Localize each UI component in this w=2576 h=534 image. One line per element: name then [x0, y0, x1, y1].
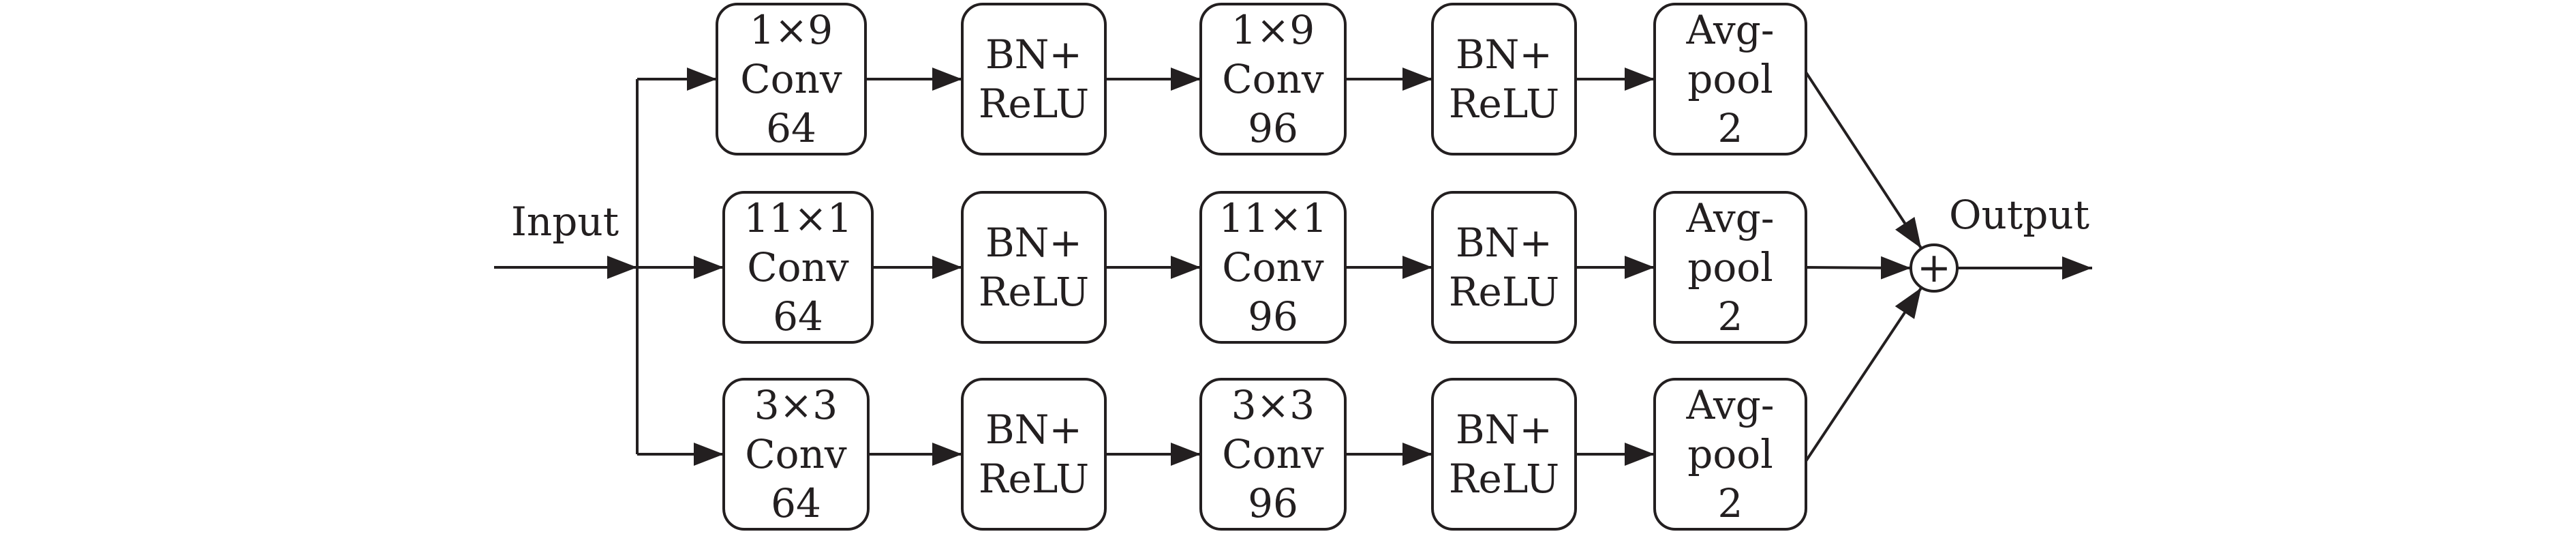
- avgpool-block-text-line: 2: [1718, 480, 1743, 526]
- avgpool-block-box: [1653, 191, 1807, 344]
- bn-relu-block-2-text-line: BN+: [1456, 406, 1552, 453]
- conv-block-2-text-line: 96: [1248, 105, 1298, 151]
- conv-block-2-box: [1199, 3, 1347, 155]
- block-grid: 1×9Conv64BN+ReLU1×9Conv96BN+ReLUAvg-pool…: [716, 3, 1807, 531]
- avgpool-block-box: [1653, 3, 1807, 155]
- conv-block-1-box: [722, 191, 874, 344]
- bn-relu-block-1: BN+ReLU: [961, 378, 1107, 531]
- conv-block-2-text-line: 1×9: [1231, 7, 1315, 53]
- input-label: Input: [511, 198, 619, 245]
- conv-block-1-text-line: Conv: [745, 431, 847, 477]
- bn-relu-block-1: BN+ReLU: [961, 191, 1107, 344]
- bn-relu-block-2-box: [1431, 3, 1577, 155]
- avgpool-block-text-line: 2: [1718, 293, 1743, 340]
- conv-block-1-text-line: Conv: [747, 244, 849, 291]
- bn-relu-block-2: BN+ReLU: [1431, 378, 1577, 531]
- sum-node: +: [1910, 243, 1959, 293]
- bn-relu-block-1-box: [961, 191, 1107, 344]
- bn-relu-block-1-text-line: ReLU: [979, 269, 1089, 315]
- bn-relu-block-2-text-line: ReLU: [1449, 80, 1559, 127]
- avgpool-block-text-line: 2: [1718, 105, 1743, 151]
- top-branch-to-sum-arrow: [1805, 71, 1922, 250]
- bottom-branch: 3×3Conv64BN+ReLU3×3Conv96BN+ReLUAvg-pool…: [722, 378, 1807, 531]
- conv-block-2-text-line: 96: [1248, 480, 1298, 526]
- sum-symbol: +: [1917, 244, 1951, 292]
- conv-block-1-text-line: Conv: [740, 56, 842, 102]
- conv-block-1-text-line: 3×3: [754, 382, 838, 428]
- avgpool-block-text-line: pool: [1687, 56, 1773, 102]
- bn-relu-block-2: BN+ReLU: [1431, 3, 1577, 155]
- bottom-branch-to-sum-arrow: [1805, 286, 1922, 462]
- bn-relu-block-1-text-line: ReLU: [979, 456, 1089, 502]
- conv-block-1-box: [722, 378, 870, 531]
- conv-block-2-text-line: Conv: [1222, 244, 1324, 291]
- conv-block-1-text-line: 64: [773, 293, 823, 340]
- output-label: Output: [1949, 192, 2089, 238]
- bn-relu-block-1-text-line: BN+: [985, 406, 1082, 453]
- conv-block-1-text-line: 11×1: [743, 195, 852, 241]
- top-branch: 1×9Conv64BN+ReLU1×9Conv96BN+ReLUAvg-pool…: [716, 3, 1807, 155]
- bn-relu-block-2-text-line: BN+: [1456, 220, 1552, 266]
- conv-block-2-box: [1199, 378, 1347, 531]
- conv-block-1-text-line: 1×9: [750, 7, 833, 53]
- conv-block-2-text-line: 11×1: [1218, 195, 1327, 241]
- avgpool-block-text-line: pool: [1687, 244, 1773, 291]
- bn-relu-block-2: BN+ReLU: [1431, 191, 1577, 344]
- bn-relu-block-2-box: [1431, 378, 1577, 531]
- conv-block-1-text-line: 64: [766, 105, 816, 151]
- bn-relu-block-2-box: [1431, 191, 1577, 344]
- bn-relu-block-2-text-line: ReLU: [1449, 456, 1559, 502]
- bn-relu-block-2-text-line: BN+: [1456, 31, 1552, 78]
- connection-lines: [494, 68, 2092, 466]
- conv-block-2-text-line: 3×3: [1231, 382, 1315, 428]
- conv-block-2-text-line: Conv: [1222, 431, 1324, 477]
- conv-block-1-box: [716, 3, 867, 155]
- bn-relu-block-1-box: [961, 378, 1107, 531]
- avgpool-block-text-line: pool: [1687, 431, 1773, 477]
- conv-block-2-text-line: Conv: [1222, 56, 1324, 102]
- conv-block-1-text-line: 64: [771, 480, 821, 526]
- middle-branch: 11×1Conv64BN+ReLU11×1Conv96BN+ReLUAvg-po…: [722, 191, 1807, 344]
- bn-relu-block-1: BN+ReLU: [961, 3, 1107, 155]
- bn-relu-block-1-box: [961, 3, 1107, 155]
- avgpool-block-box: [1653, 378, 1807, 531]
- conv-block-2-text-line: 96: [1248, 293, 1298, 340]
- middle-branch-to-sum-arrow: [1805, 256, 1912, 280]
- avgpool-block-text-line: Avg-: [1685, 382, 1774, 428]
- bn-relu-block-1-text-line: ReLU: [979, 80, 1089, 127]
- bn-relu-block-2-text-line: ReLU: [1449, 269, 1559, 315]
- conv-block-2-box: [1199, 191, 1347, 344]
- bn-relu-block-1-text-line: BN+: [985, 220, 1082, 266]
- bn-relu-block-1-text-line: BN+: [985, 31, 1082, 78]
- avgpool-block-text-line: Avg-: [1685, 195, 1774, 241]
- avgpool-block-text-line: Avg-: [1685, 7, 1774, 53]
